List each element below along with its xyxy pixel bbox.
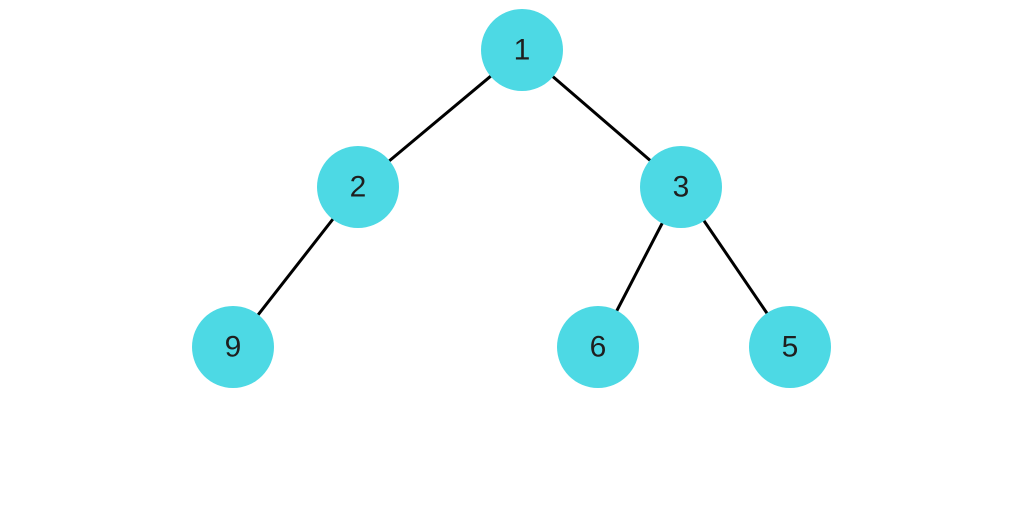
tree-node: 9 (192, 306, 274, 388)
tree-node: 3 (640, 146, 722, 228)
node-label: 2 (350, 171, 367, 204)
tree-node: 6 (557, 306, 639, 388)
node-label: 6 (590, 331, 607, 364)
node-label: 9 (225, 331, 242, 364)
node-circle (640, 146, 722, 228)
node-circle (557, 306, 639, 388)
node-circle (192, 306, 274, 388)
node-circle (481, 9, 563, 91)
nodes-layer: 1 2 3 9 6 5 (192, 9, 831, 388)
tree-node: 1 (481, 9, 563, 91)
node-label: 1 (514, 34, 531, 67)
node-circle (317, 146, 399, 228)
node-circle (749, 306, 831, 388)
node-label: 5 (782, 331, 799, 364)
tree-node: 2 (317, 146, 399, 228)
tree-node: 5 (749, 306, 831, 388)
node-label: 3 (673, 171, 690, 204)
